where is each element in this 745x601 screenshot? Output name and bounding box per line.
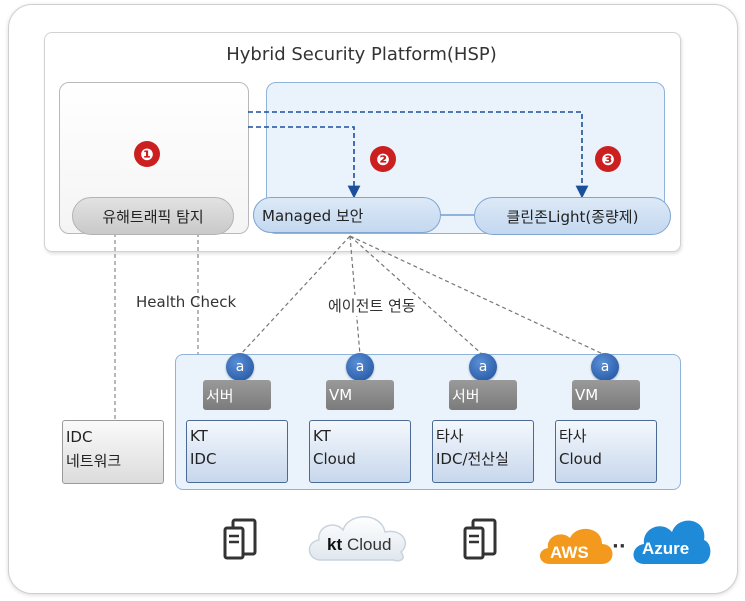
kt-cloud-word-text: Cloud — [347, 535, 391, 554]
target-type-1: 서버 — [203, 380, 271, 410]
target-card-2: KT Cloud — [309, 420, 411, 483]
managed-security-label: Managed 보안 — [262, 206, 364, 225]
harmful-traffic-detection-label: 유해트래픽 탐지 — [102, 207, 204, 226]
kt-cloud-logo: kt Cloud — [308, 516, 406, 562]
agent-line-4 — [349, 235, 606, 356]
kt-cloud-kt-text: kt — [327, 535, 342, 554]
health-check-label: Health Check — [136, 293, 237, 311]
harmful-traffic-detection-pill: 유해트래픽 탐지 — [72, 197, 234, 235]
target-card-3: 타사 IDC/전산실 — [432, 420, 534, 483]
agent-link-label: 에이전트 연동 — [326, 295, 418, 316]
target-card-3-line1: 타사 — [436, 427, 464, 445]
agent-badge-3: a — [469, 353, 497, 381]
aws-logo: AWS — [539, 528, 613, 564]
agent-badge-1: a — [226, 353, 254, 381]
agent-line-1 — [239, 235, 351, 356]
idc-network-line2: 네트워크 — [66, 452, 122, 470]
target-type-4: VM — [572, 380, 640, 410]
arrow-to-clean — [248, 126, 361, 199]
target-card-4: 타사 Cloud — [555, 420, 657, 483]
step-1-badge: ❶ — [134, 141, 160, 167]
server-icon — [223, 518, 257, 560]
target-type-2: VM — [326, 380, 394, 410]
more-clouds-dots: ·· — [612, 536, 626, 557]
managed-security-pill: Managed 보안 — [253, 197, 441, 233]
cleanzone-light-label: 클린존Light(종량제) — [506, 207, 639, 226]
target-card-4-line1: 타사 — [559, 427, 587, 445]
target-card-1: KT IDC — [186, 420, 288, 483]
target-card-1-line2: IDC — [190, 450, 217, 468]
server-icon — [463, 518, 497, 560]
idc-network-box: IDC 네트워크 — [62, 420, 164, 484]
idc-network-line1: IDC — [66, 428, 93, 446]
target-card-4-line2: Cloud — [559, 450, 602, 468]
target-type-3: 서버 — [449, 380, 517, 410]
arrow-to-managed — [248, 111, 589, 199]
cleanzone-light-pill: 클린존Light(종량제) — [474, 197, 671, 235]
azure-logo: Azure — [633, 520, 711, 564]
step-3-badge: ❸ — [595, 146, 621, 172]
target-card-2-line2: Cloud — [313, 450, 356, 468]
step-2-badge: ❷ — [370, 146, 396, 172]
target-card-2-line1: KT — [313, 427, 331, 445]
agent-badge-4: a — [591, 353, 619, 381]
target-card-1-line1: KT — [190, 427, 208, 445]
agent-line-3 — [349, 235, 484, 356]
aws-text: AWS — [550, 543, 589, 562]
azure-text: Azure — [642, 539, 689, 558]
agent-badge-2: a — [346, 353, 374, 381]
hsp-title: Hybrid Security Platform(HSP) — [226, 44, 497, 65]
target-card-3-line2: IDC/전산실 — [436, 450, 509, 468]
